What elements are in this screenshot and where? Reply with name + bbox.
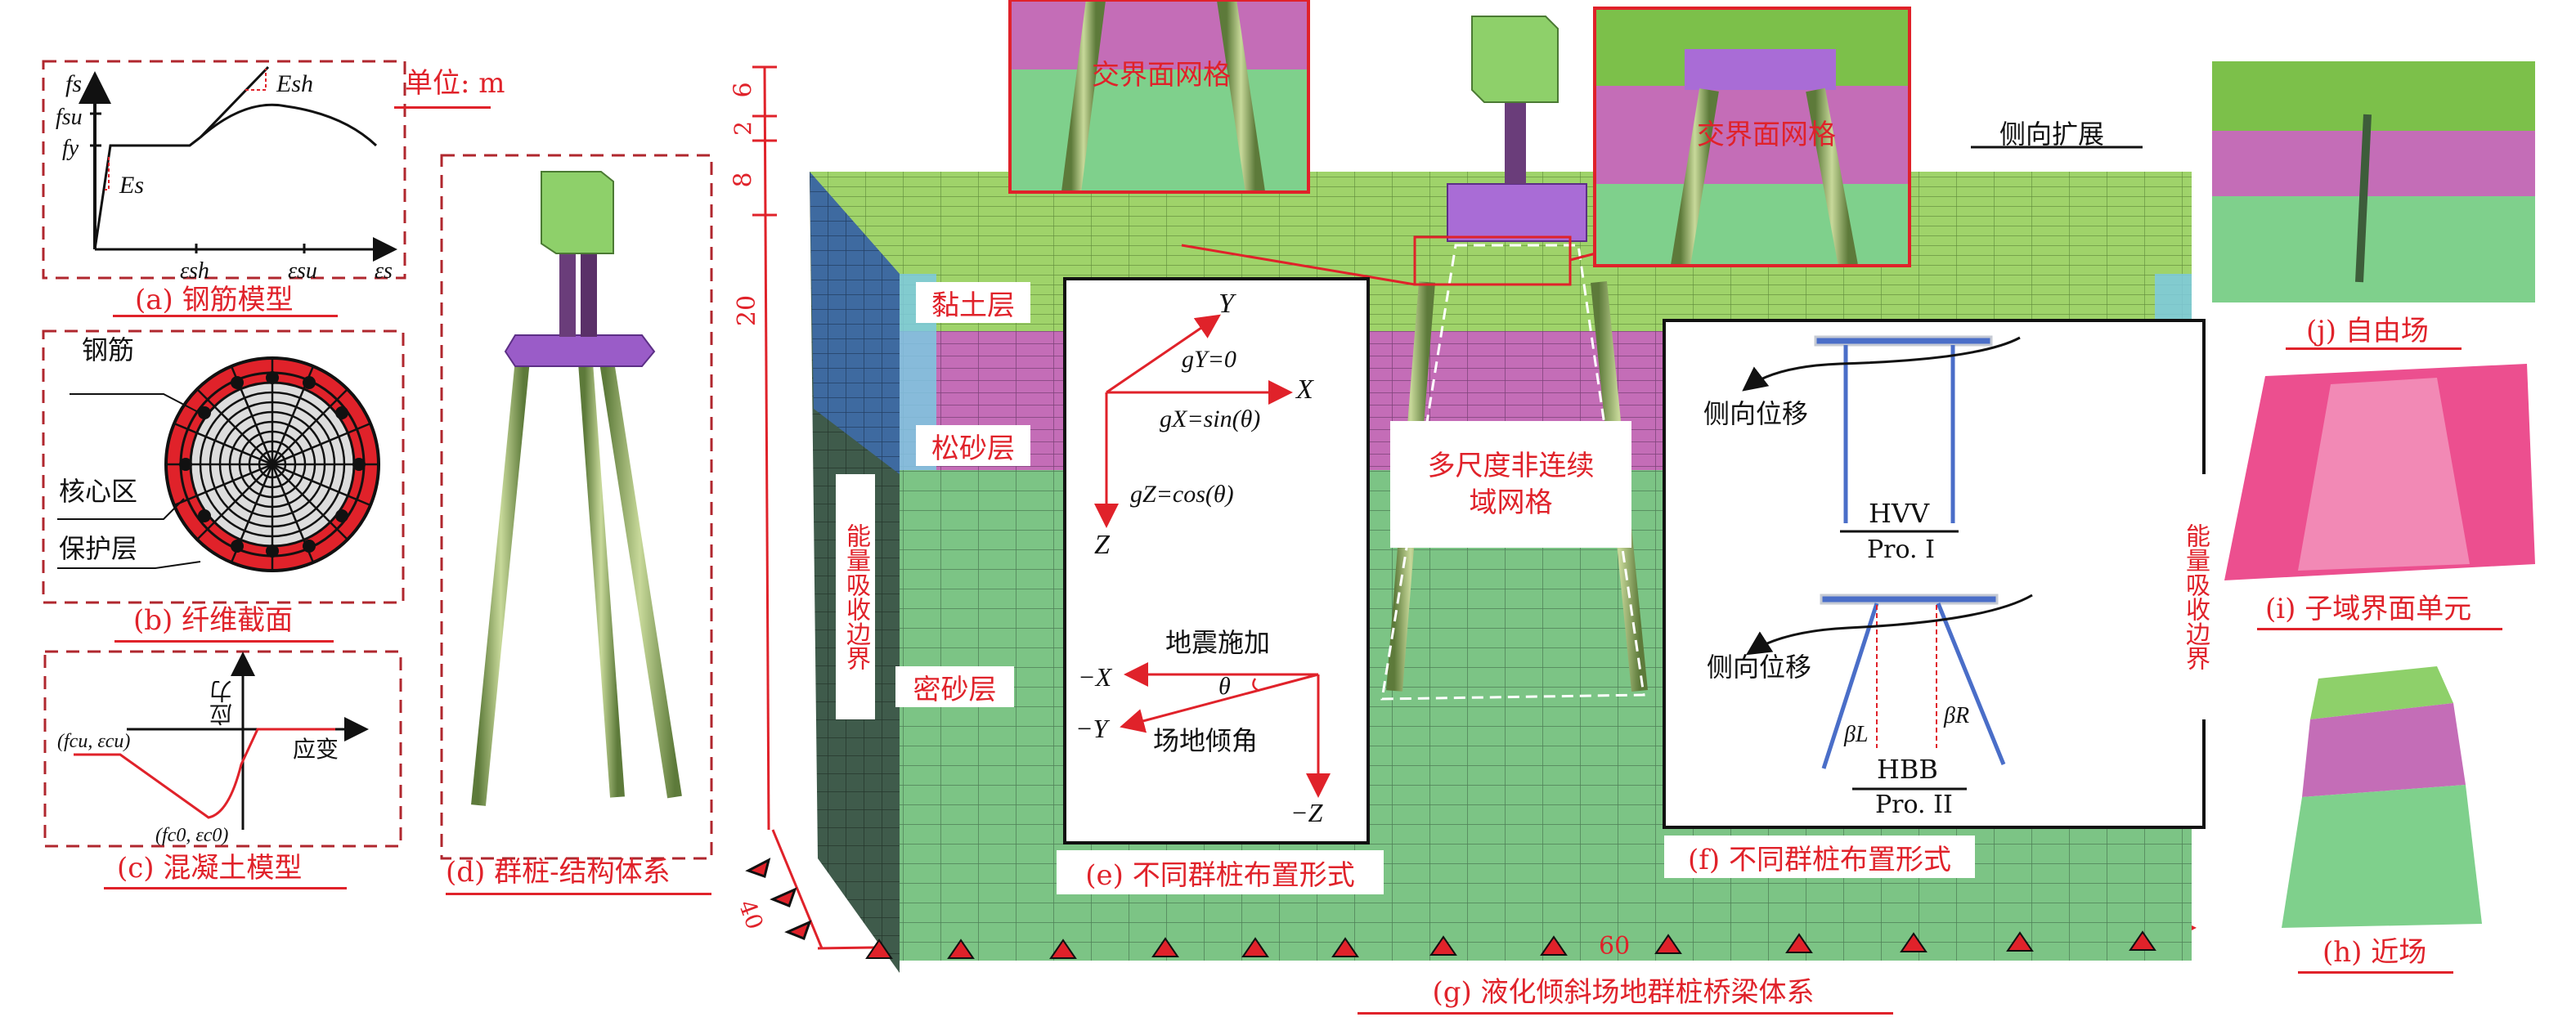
interface-inset-2 xyxy=(1593,7,1911,268)
panel-i-interface-elements xyxy=(2224,364,2535,580)
beta-l-label: βL xyxy=(1844,722,1869,747)
caption-b-underline xyxy=(114,640,334,643)
hvv-label: HVV xyxy=(1869,498,1930,529)
panel-j-free-field xyxy=(2212,61,2535,302)
interface-mesh-label-1: 交界面网格 xyxy=(1092,59,1231,92)
strain-su-label: εsu xyxy=(288,258,317,284)
dim-20: 20 xyxy=(733,294,762,327)
caption-c-underline xyxy=(104,887,347,889)
caption-c: (c) 混凝土模型 xyxy=(117,852,303,885)
interface-mesh-label-2: 交界面网格 xyxy=(1697,119,1836,151)
bottom-supports xyxy=(865,930,2156,959)
caption-f: (f) 不同群桩布置形式 xyxy=(1664,836,1975,878)
unit-label: 单位: m xyxy=(405,67,505,100)
multiscale-mesh-label: 多尺度非连续域网格 xyxy=(1390,421,1631,548)
caption-b: (b) 纤维截面 xyxy=(133,604,294,637)
rebar-label: 钢筋 xyxy=(82,334,135,365)
lateral-spread-label: 侧向扩展 xyxy=(1999,119,2105,150)
axis-x-label: X xyxy=(1296,374,1313,405)
seismic-input-label: 地震施加 xyxy=(1165,627,1271,658)
pro2-label: Pro. II xyxy=(1875,791,1953,819)
clay-layer-label: 黏土层 xyxy=(916,282,1030,323)
caption-j: (j) 自由场 xyxy=(2306,315,2429,347)
gx-equation: gX=sin(θ) xyxy=(1160,405,1261,432)
strain-sh-label: εsh xyxy=(180,258,209,284)
caption-e: (e) 不同群桩布置形式 xyxy=(1057,850,1384,894)
dim-6: 6 xyxy=(729,82,758,98)
fs-label: fs xyxy=(65,70,83,97)
es-modulus-label: Es xyxy=(119,172,144,199)
theta-label: θ xyxy=(1218,673,1231,700)
axis-y-label: Y xyxy=(1218,289,1234,319)
panel-d-pile-structure xyxy=(440,154,713,860)
caption-h-underline xyxy=(2298,971,2453,974)
absorbing-boundary-left: 能量吸收边界 xyxy=(836,474,875,719)
panel-h-near-field xyxy=(2282,666,2482,928)
dim-60: 60 xyxy=(1599,932,1631,961)
loose-sand-layer-label: 松砂层 xyxy=(916,425,1030,466)
esh-modulus-label: Esh xyxy=(276,70,313,97)
pro1-label: Pro. I xyxy=(1867,535,1935,564)
fy-label: fy xyxy=(62,136,79,161)
beta-r-label: βR xyxy=(1944,703,1970,728)
caption-g-underline xyxy=(1358,1012,1893,1015)
axis-z-label: Z xyxy=(1094,530,1110,560)
lateral-displacement-label-2: 侧向位移 xyxy=(1707,652,1812,683)
caption-a-underline xyxy=(113,315,338,317)
fsu-label: fsu xyxy=(56,105,83,130)
site-tilt-label: 场地倾角 xyxy=(1153,725,1259,756)
panel-f-layouts xyxy=(1663,319,2206,829)
gy-equation: gY=0 xyxy=(1182,346,1236,373)
caption-d: (d) 群桩-结构体系 xyxy=(446,856,671,889)
fixed-supports xyxy=(745,858,812,940)
panel-b-fiber-section xyxy=(42,329,405,604)
caption-d-underline xyxy=(446,893,711,895)
panel-a-steel-model xyxy=(42,60,406,280)
unit-underline xyxy=(394,106,491,109)
core-label: 核心区 xyxy=(59,476,138,507)
dim-2: 2 xyxy=(729,121,756,136)
interface-inset-1 xyxy=(1008,0,1310,194)
stress-label: 应力 xyxy=(209,680,236,726)
caption-j-underline xyxy=(2286,347,2462,350)
neg-z-label: −Z xyxy=(1290,798,1323,827)
ultimate-point-label: (fcu, εcu) xyxy=(57,731,131,752)
panel-e-gravity xyxy=(1063,277,1370,845)
caption-a: (a) 钢筋模型 xyxy=(135,284,294,316)
absorbing-boundary-right: 能量吸收边界 xyxy=(2175,474,2215,719)
caption-g: (g) 液化倾斜场地群桩桥梁体系 xyxy=(1432,975,1815,1009)
peak-point-label: (fc0, εc0) xyxy=(155,825,229,846)
lateral-displacement-label-1: 侧向位移 xyxy=(1703,398,1809,429)
panel-c-concrete-model xyxy=(43,650,402,848)
caption-i: (i) 子域界面单元 xyxy=(2265,593,2472,625)
neg-y-label: −Y xyxy=(1075,714,1108,743)
hbb-label: HBB xyxy=(1877,754,1938,785)
strain-s-label: εs xyxy=(375,258,393,284)
dim-8: 8 xyxy=(729,172,758,188)
caption-h: (h) 近场 xyxy=(2322,936,2427,969)
caption-i-underline xyxy=(2257,628,2502,630)
dense-sand-layer-label: 密砂层 xyxy=(895,666,1014,707)
strain-label: 应变 xyxy=(293,736,339,763)
cover-label: 保护层 xyxy=(59,533,138,564)
neg-x-label: −X xyxy=(1078,662,1112,692)
gz-equation: gZ=cos(θ) xyxy=(1130,481,1234,508)
